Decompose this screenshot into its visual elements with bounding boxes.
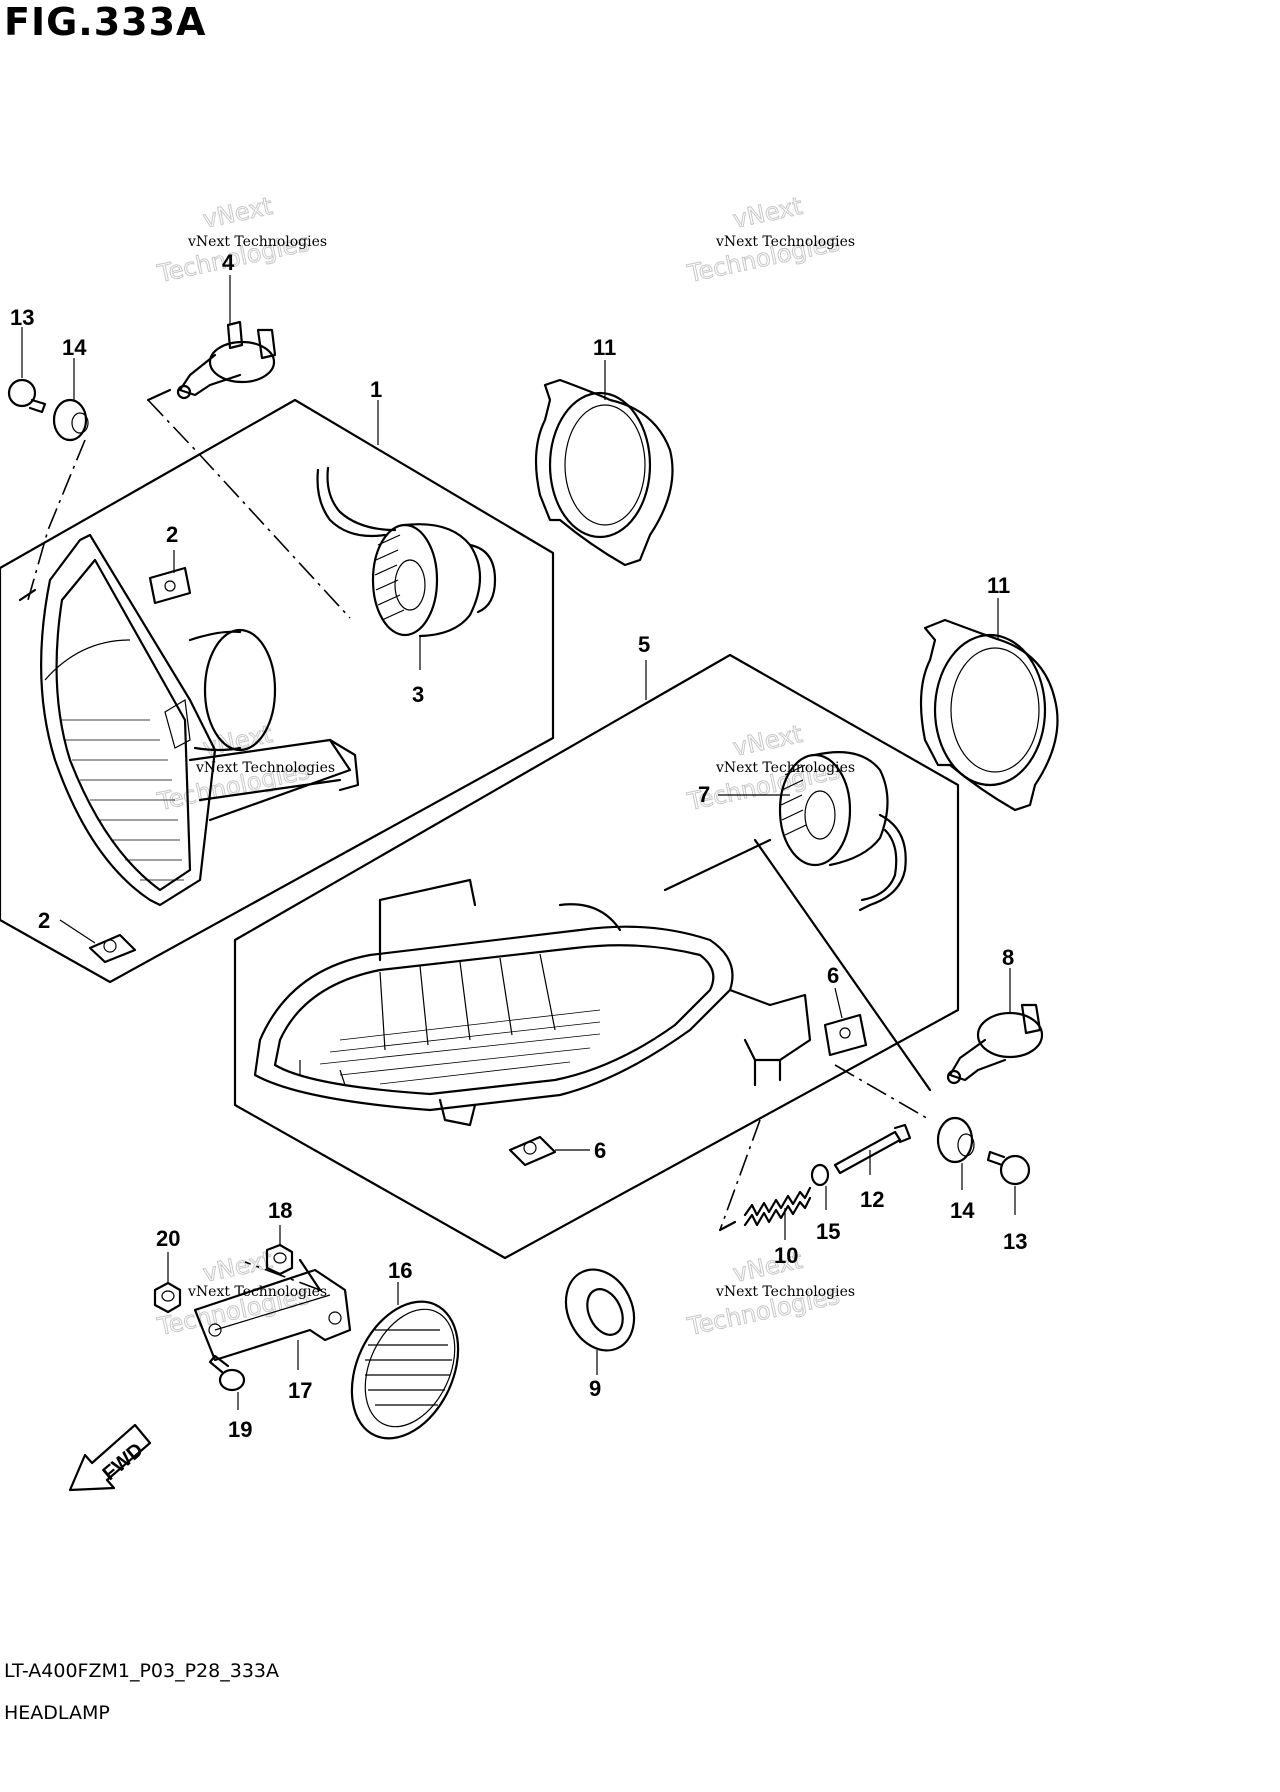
watermark-top-right: Technologies vNext vNext Technologies — [684, 191, 855, 288]
watermark-mid-left: Technologies vNext vNext Technologies — [154, 719, 335, 816]
callout-9: 9 — [589, 1376, 601, 1401]
left-headlamp-unit — [40, 533, 360, 907]
headlamp-bulb-4 — [176, 320, 277, 400]
screw-13-right — [986, 1150, 1031, 1186]
svg-text:vNext Technologies: vNext Technologies — [715, 1284, 855, 1300]
reflector-16 — [350, 1300, 460, 1440]
bulb-socket-3 — [316, 466, 497, 638]
callout-6-lower: 6 — [594, 1138, 606, 1163]
screw-13-left — [7, 378, 47, 414]
rubber-cap-9 — [564, 1268, 636, 1352]
leader-dash-2 — [147, 399, 351, 619]
callout-15: 15 — [816, 1219, 840, 1244]
screw-19 — [208, 1354, 246, 1392]
callout-20: 20 — [156, 1226, 180, 1251]
grommet-14-right — [936, 1116, 975, 1164]
callout-11-lower: 11 — [987, 573, 1010, 598]
leader-line-socket7 — [663, 838, 772, 892]
nut-20 — [153, 1281, 182, 1314]
leader-dash-3 — [834, 1064, 931, 1121]
assembly-box-5 — [233, 653, 960, 1260]
headlamp-bulb-8 — [946, 1003, 1044, 1085]
watermark-top-left: Technologies vNext vNext Technologies — [154, 191, 327, 288]
spring-10 — [743, 1186, 812, 1227]
callout-3: 3 — [412, 682, 424, 707]
svg-text:vNext Technologies: vNext Technologies — [715, 760, 855, 776]
callout-6-upper: 6 — [827, 963, 839, 988]
right-headlamp-unit — [253, 878, 812, 1127]
washer-15 — [810, 1163, 830, 1187]
svg-text:vNext Technologies: vNext Technologies — [187, 1284, 327, 1300]
callout-19: 19 — [228, 1417, 252, 1442]
svg-text:vNext Technologies: vNext Technologies — [195, 760, 335, 776]
callout-2-upper: 2 — [166, 522, 178, 547]
clip-nut-6-upper — [823, 1013, 868, 1057]
watermark-bottom-right: Technologies vNext vNext Technologies — [684, 1245, 855, 1341]
callout-16: 16 — [388, 1258, 412, 1283]
callout-7: 7 — [698, 782, 710, 807]
fwd-arrow-icon: FWD — [68, 1423, 152, 1492]
figure-name: HEADLAMP — [4, 1702, 110, 1724]
callout-4: 4 — [222, 250, 235, 275]
svg-text:vNext: vNext — [730, 192, 804, 234]
clip-nut-6-lower — [508, 1135, 557, 1167]
callout-13-left: 13 — [10, 305, 34, 330]
leader-dash-5 — [244, 1261, 321, 1291]
leader-bracket — [146, 388, 172, 402]
leader-dash-1 — [27, 439, 86, 601]
svg-text:FWD: FWD — [99, 1439, 148, 1485]
svg-text:vNext: vNext — [200, 192, 274, 234]
callout-2-lower: 2 — [38, 908, 50, 933]
callouts: 1 2 2 3 4 5 6 6 7 8 9 10 11 11 12 13 13 — [10, 250, 1027, 1442]
callout-18: 18 — [268, 1198, 292, 1223]
adjuster-screw-12 — [833, 1123, 912, 1175]
retainer-ring-11-lower — [919, 618, 1059, 812]
svg-text:vNext Technologies: vNext Technologies — [187, 234, 327, 250]
callout-5: 5 — [638, 632, 650, 657]
callout-14-right: 14 — [950, 1198, 975, 1223]
leader-bracket-3 — [718, 1220, 737, 1232]
leader-dash-4 — [719, 1119, 761, 1231]
clip-nut-2-upper — [148, 566, 192, 605]
assembly-box-1 — [0, 398, 555, 984]
callout-1: 1 — [370, 377, 382, 402]
figure-title: FIG.333A — [4, 0, 207, 44]
svg-text:vNext Technologies: vNext Technologies — [715, 234, 855, 250]
callout-14-left: 14 — [62, 335, 87, 360]
leader-line-bulb8 — [753, 838, 932, 1092]
bracket-17 — [193, 1268, 352, 1362]
callout-12: 12 — [860, 1187, 884, 1212]
clip-nut-2-lower — [88, 933, 137, 964]
figure-code: LT-A400FZM1_P03_P28_333A — [4, 1660, 279, 1682]
callout-8: 8 — [1002, 945, 1014, 970]
leader-bracket-4 — [298, 1258, 322, 1292]
leader-bracket-2 — [18, 588, 37, 602]
svg-text:vNext: vNext — [200, 1246, 274, 1288]
grommet-14-left — [52, 398, 89, 442]
svg-text:vNext: vNext — [730, 720, 804, 762]
callout-13-right: 13 — [1003, 1229, 1027, 1254]
callout-11-upper: 11 — [593, 335, 616, 360]
retainer-ring-11-upper — [534, 378, 674, 567]
callout-10: 10 — [774, 1243, 798, 1268]
callout-17: 17 — [288, 1378, 312, 1403]
bulb-socket-7 — [778, 751, 907, 912]
